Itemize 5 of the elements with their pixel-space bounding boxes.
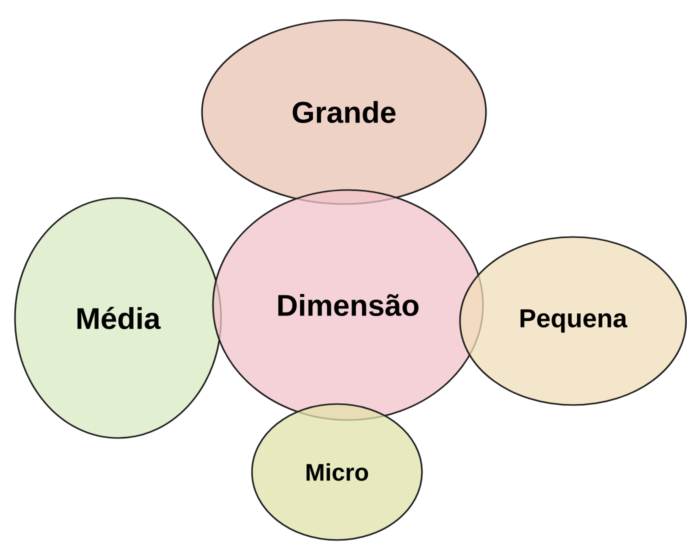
bubble: Micro — [251, 403, 423, 541]
bubble: Média — [14, 197, 222, 439]
bubble: Grande — [201, 19, 487, 205]
bubble: Dimensão — [212, 189, 484, 421]
bubble: Pequena — [459, 236, 687, 406]
